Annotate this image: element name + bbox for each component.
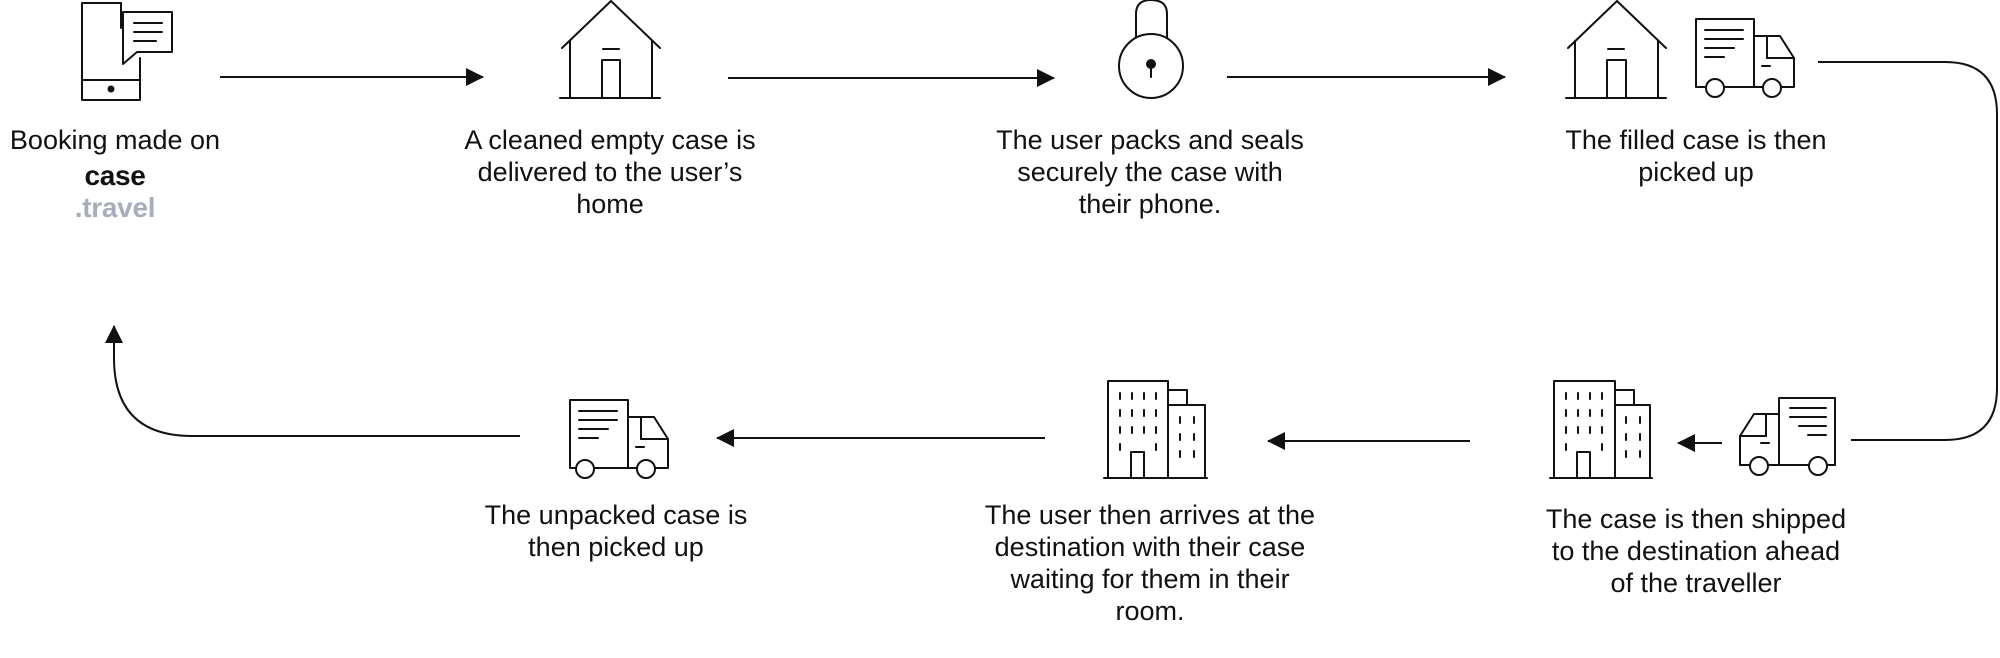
step-text: of the traveller <box>1610 568 1782 598</box>
arrow-return-to-booking <box>105 325 520 437</box>
step-text: The user packs and seals <box>996 125 1304 155</box>
step-text: delivered to the user’s <box>477 157 743 187</box>
step-text: The case is then shipped <box>1545 504 1847 534</box>
step-text: securely the case with <box>1017 157 1283 187</box>
arrow-pickup-to-shipping <box>1818 61 1998 441</box>
step-text: Booking made on <box>9 125 221 155</box>
step-text: The user then arrives at the <box>984 500 1316 530</box>
brand-logo: case.travel <box>0 160 250 224</box>
step-text: their phone. <box>1078 189 1222 219</box>
step-label-pickup: The filled case is then picked up <box>1496 124 1896 188</box>
step-label-arrival: The user then arrives at the destination… <box>935 499 1365 627</box>
step-label-packing: The user packs and seals securely the ca… <box>950 124 1350 220</box>
building-truck-icon <box>1550 381 1835 478</box>
step-text: picked up <box>1638 157 1754 187</box>
step-text: room. <box>1115 596 1185 626</box>
step-label-return-pickup: The unpacked case is then picked up <box>416 499 816 563</box>
step-label-booking: Booking made on case.travel <box>0 124 250 224</box>
step-label-delivery: A cleaned empty case is delivered to the… <box>410 124 810 220</box>
phone-chat-icon <box>82 3 172 100</box>
step-text: A cleaned empty case is <box>464 125 756 155</box>
house-truck-icon <box>1566 1 1794 98</box>
step-text: then picked up <box>528 532 704 562</box>
step-text: The filled case is then <box>1565 125 1827 155</box>
building-icon <box>1104 381 1207 478</box>
step-text: waiting for them in their <box>1010 564 1290 594</box>
brand-prefix: case <box>84 160 146 191</box>
house-icon <box>560 1 660 98</box>
truck-icon <box>570 400 668 478</box>
step-text: to the destination ahead <box>1551 536 1841 566</box>
padlock-icon <box>1119 0 1183 98</box>
step-text: The unpacked case is <box>484 500 748 530</box>
step-text: destination with their case <box>994 532 1306 562</box>
step-text: home <box>576 189 644 219</box>
step-label-shipping: The case is then shipped to the destinat… <box>1496 503 1896 599</box>
brand-suffix: .travel <box>74 192 156 223</box>
